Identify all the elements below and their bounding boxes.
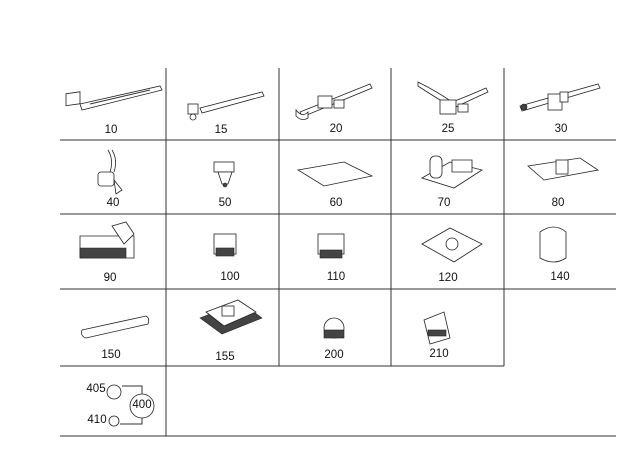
part-label-200: 200	[324, 349, 344, 361]
tape-roll-icon	[539, 226, 567, 263]
part-label-150: 150	[101, 349, 121, 361]
bracket-icon	[527, 157, 600, 181]
tube-clip-icon	[317, 233, 345, 259]
harness-clip-icon	[97, 149, 123, 195]
sleeve-tube-icon	[81, 315, 150, 339]
nut-clip-plate-icon	[199, 299, 263, 335]
part-label-30: 30	[554, 123, 568, 135]
clamp-icon	[323, 317, 345, 339]
part-label-70: 70	[437, 197, 451, 209]
part-label-155: 155	[215, 351, 235, 363]
connector-clip-icon	[79, 221, 135, 259]
part-label-140: 140	[550, 271, 570, 283]
part-label-120: 120	[438, 272, 458, 284]
cable-tie-clip-icon	[187, 91, 265, 121]
part-label-80: 80	[551, 197, 565, 209]
part-label-210: 210	[429, 348, 449, 360]
part-label-15: 15	[214, 124, 228, 136]
part-label-90: 90	[103, 272, 117, 284]
tie-mount-icon	[421, 227, 483, 263]
push-clip-icon	[213, 161, 235, 188]
snap-clip-icon	[213, 233, 237, 257]
part-label-110: 110	[326, 271, 346, 283]
edge-clip-tie-icon	[519, 83, 601, 112]
bracket-clip-icon	[423, 311, 451, 345]
part-label-60: 60	[329, 197, 343, 209]
assembly-label-400: 400	[132, 399, 152, 411]
fir-tree-tie-icon	[417, 81, 489, 115]
assembly-label-410: 410	[87, 414, 107, 426]
part-label-50: 50	[218, 197, 232, 209]
part-label-40: 40	[106, 197, 120, 209]
mounting-tie-icon	[295, 83, 373, 120]
adhesive-pad-icon	[296, 161, 374, 187]
mount-base-icon	[421, 155, 483, 189]
part-label-20: 20	[329, 123, 343, 135]
part-label-100: 100	[220, 271, 240, 283]
part-label-25: 25	[441, 123, 455, 135]
part-label-10: 10	[104, 124, 118, 136]
cable-tie-icon	[65, 85, 163, 111]
assembly-diagram	[106, 384, 155, 427]
assembly-label-405: 405	[86, 383, 106, 395]
